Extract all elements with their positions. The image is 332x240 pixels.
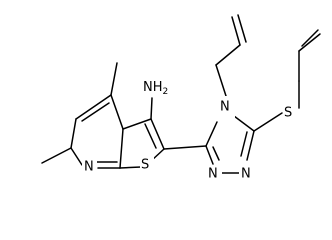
bond-c3t-n4	[205, 121, 218, 147]
bond-c2-triazole	[163, 145, 207, 150]
bond-layer	[41, 14, 321, 174]
triazole-n2-label: N	[208, 167, 218, 182]
bond-s1-c7a	[119, 166, 142, 169]
bond-c7a-c3a	[119, 128, 124, 169]
bond-c5t-n1-inner	[240, 131, 248, 157]
thioether-sulfur-label: S	[284, 106, 292, 121]
bond-allyl1-ch-ch2-inner	[237, 14, 247, 43]
atom-label-layer: NH2 N S N N N S	[82, 80, 297, 183]
bond-allyl1-ch2-ch	[215, 44, 241, 66]
bond-n4-c5t	[233, 115, 255, 132]
amine-label: NH2	[143, 80, 168, 98]
bond-c3-c2-inner	[144, 123, 157, 149]
bond-allyl2-ch-ch2	[298, 33, 321, 52]
bond-n4-ch2	[215, 64, 227, 97]
bond-n2-c3t	[205, 145, 214, 165]
bond-c4-c5-inner	[81, 102, 110, 122]
pyridine-nitrogen-label: N	[84, 160, 94, 175]
thiophene-sulfur-bg	[140, 156, 154, 174]
bond-c5t-n1	[246, 130, 255, 161]
triazole-n1-label: N	[241, 167, 251, 182]
triazole-n1-bg	[239, 165, 254, 183]
bond-c4-c5	[75, 94, 112, 120]
molecule-structure: NH2 N S N N N S	[41, 14, 321, 183]
triazole-n4-label: N	[220, 100, 230, 115]
thioether-sulfur-bg	[283, 104, 297, 122]
bond-c6-n7	[70, 147, 83, 166]
bond-c5t-s	[253, 112, 283, 132]
bond-c3a-c4	[110, 94, 124, 130]
bond-c3-nh2	[150, 97, 153, 120]
pyridine-nitrogen-bg	[82, 158, 97, 176]
bond-c6-methyl	[41, 147, 72, 164]
triazole-n2-bg	[206, 165, 222, 183]
thiophene-sulfur-label: S	[141, 158, 149, 173]
bond-c3-c2	[150, 118, 165, 150]
bond-c5-c6	[70, 118, 77, 149]
bond-c3a-c3	[122, 118, 152, 130]
bond-c4-methyl	[110, 62, 118, 96]
triazole-n4-bg	[219, 96, 235, 120]
bond-n2-c3t-inner	[212, 146, 220, 161]
bond-allyl1-ch-ch2	[231, 16, 241, 46]
bond-allyl2-ch-ch2-inner	[301, 29, 319, 47]
